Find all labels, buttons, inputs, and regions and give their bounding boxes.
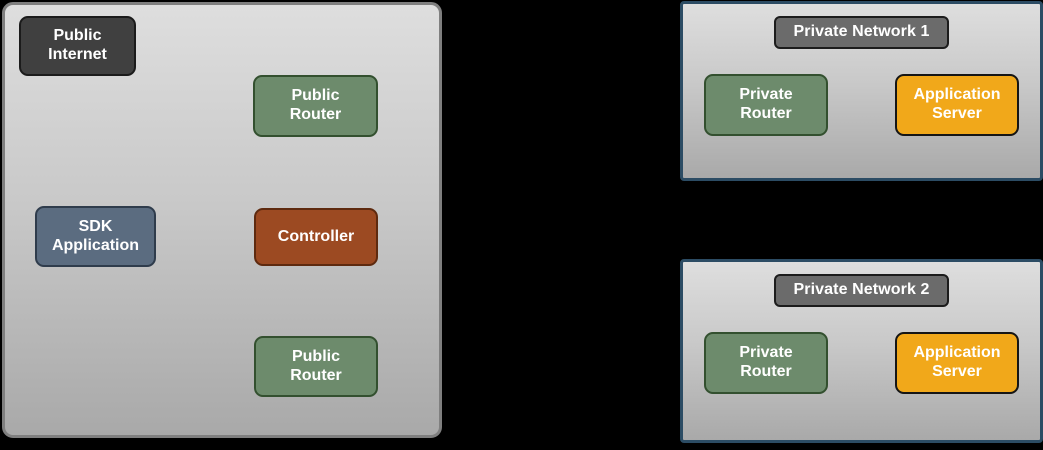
private-network-1-title: Private Network 1 [773, 16, 950, 49]
node-application-server-2[interactable]: Application Server [895, 332, 1019, 394]
private-network-1-panel: Private Network 1 Private Router Applica… [680, 1, 1043, 181]
private-network-2-title: Private Network 2 [773, 274, 950, 307]
private-network-2-panel: Private Network 2 Private Router Applica… [680, 259, 1043, 443]
node-public-internet[interactable]: Public Internet [19, 16, 136, 76]
node-application-server-1[interactable]: Application Server [895, 74, 1019, 136]
node-private-router-2[interactable]: Private Router [704, 332, 828, 394]
public-zone-panel: Public Internet Public Router SDK Applic… [2, 2, 442, 438]
node-public-router-bottom[interactable]: Public Router [254, 336, 378, 397]
node-sdk-application[interactable]: SDK Application [35, 206, 156, 267]
node-controller[interactable]: Controller [254, 208, 378, 266]
node-private-router-1[interactable]: Private Router [704, 74, 828, 136]
node-public-router-top[interactable]: Public Router [253, 75, 378, 137]
